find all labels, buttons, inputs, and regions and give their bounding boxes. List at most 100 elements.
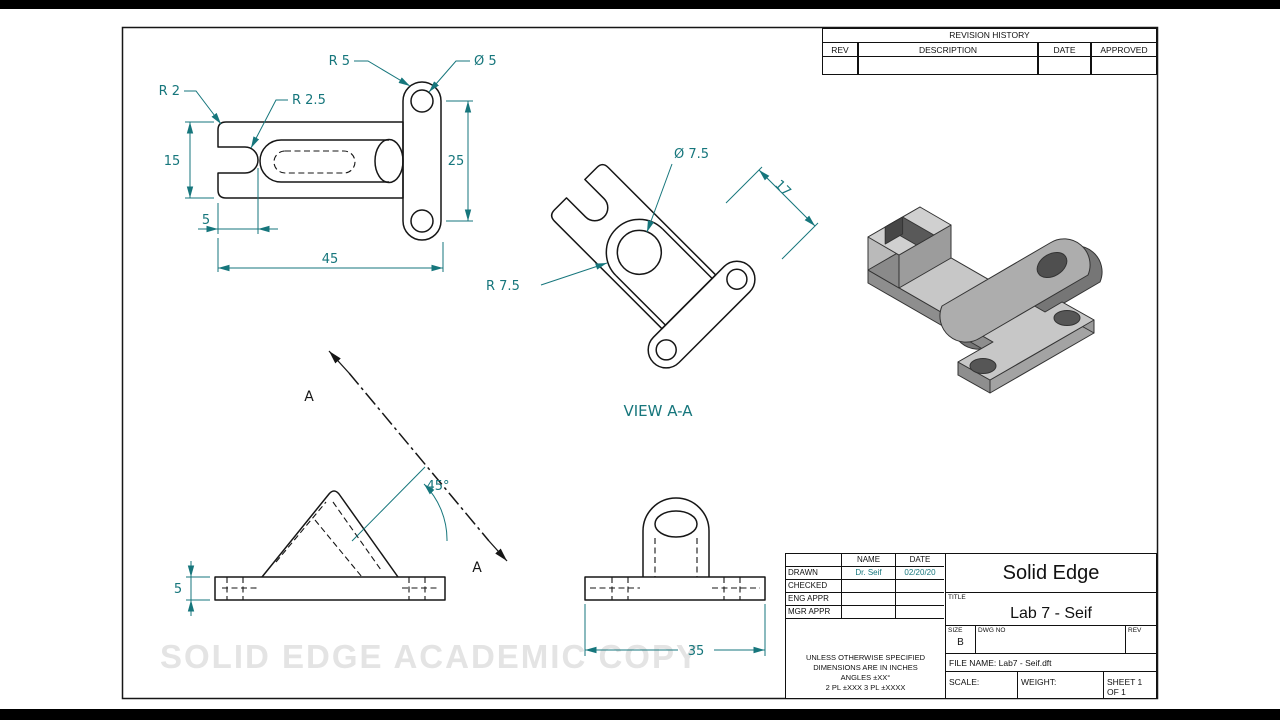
dim-angle-45: 45°: [351, 466, 450, 542]
dim-45-text: 45: [322, 252, 339, 267]
dwg-no-label: DWG NO: [978, 627, 1006, 634]
file-name-row: FILE NAME: Lab7 - Seif.dft: [946, 654, 1156, 672]
aux-view-geometry: [550, 163, 756, 369]
section-plane-a: A A: [304, 350, 508, 576]
section-label-bottom: A: [472, 560, 482, 576]
front-base: [214, 576, 446, 601]
dim-dia5-text: Ø 5: [474, 54, 497, 69]
aux-plate-outline: [647, 260, 756, 369]
aux-lug-hole: [616, 229, 663, 276]
section-label-top: A: [304, 389, 314, 405]
description-col-header: DESCRIPTION: [858, 42, 1038, 57]
aux-lug-edge-1: [662, 228, 713, 280]
side-base: [584, 576, 766, 601]
iso-tab-hole-right: [1053, 310, 1081, 326]
rev-col-header: REV: [822, 42, 858, 57]
rev-cell: REV: [1126, 626, 1156, 653]
title-label: TITLE: [948, 594, 966, 601]
dim-angle-text: 45°: [426, 479, 449, 494]
aux-lug-edge-2: [615, 275, 667, 326]
top-view: 15 5 45 25: [159, 54, 497, 272]
title-row: TITLE Lab 7 - Seif: [946, 593, 1156, 626]
dwg-no-cell: DWG NO: [976, 626, 1126, 653]
eng-appr-label: ENG APPR: [786, 593, 842, 606]
dim-r25-text: R 2.5: [292, 93, 326, 108]
revision-table: REVISION HISTORY REV DESCRIPTION DATE AP…: [822, 28, 1157, 75]
approvals-header-row: NAME DATE: [786, 554, 945, 567]
title-block: NAME DATE DRAWN Dr. Seif 02/20/20 CHECKE…: [785, 553, 1157, 699]
front-triangle: [261, 490, 399, 578]
iso-clevis-notch-front: [884, 216, 904, 245]
weight-label: WEIGHT:: [1018, 672, 1104, 698]
aux-view: Ø 7.5 17 R 7.5 VIEW A-A: [486, 147, 819, 420]
iso-tab-hole-front: [969, 358, 997, 374]
drawn-name: Dr. Seif: [842, 567, 896, 580]
aux-lug-outer-arc: [605, 218, 664, 277]
mgr-appr-row: MGR APPR: [786, 606, 945, 619]
dim-dia75-text: Ø 7.5: [674, 147, 709, 162]
lug-projected-ellipse: [374, 138, 404, 184]
note-line-4: 2 PL ±XXX 3 PL ±XXXX: [825, 683, 906, 692]
note-line-2: DIMENSIONS ARE IN INCHES: [813, 663, 918, 672]
dim-r75-text: R 7.5: [486, 279, 520, 294]
aux-tab-hole-1: [726, 268, 748, 290]
revision-table-header: REV DESCRIPTION DATE APPROVED: [822, 42, 1157, 57]
rev-label: REV: [1128, 627, 1142, 634]
size-label: SIZE: [948, 627, 963, 634]
tolerance-note: UNLESS OTHERWISE SPECIFIED DIMENSIONS AR…: [786, 619, 945, 698]
revision-empty-row: [822, 57, 1157, 75]
side-lug-hole: [654, 510, 698, 538]
dim-17: 17: [725, 166, 819, 260]
front-hidden-1: [314, 519, 363, 578]
front-hidden-3: [275, 501, 327, 563]
checked-label: CHECKED: [786, 580, 842, 593]
mgr-appr-label: MGR APPR: [786, 606, 842, 619]
size-row: SIZE B DWG NO REV: [946, 626, 1156, 654]
bottom-tab-hole: [410, 209, 434, 233]
hidden-slot: [273, 150, 356, 174]
size-cell: SIZE B: [946, 626, 976, 653]
dim-slot-5: 5: [198, 168, 278, 234]
leader-r25: R 2.5: [250, 93, 326, 149]
date-col-header: DATE: [1038, 42, 1091, 57]
approvals-table: NAME DATE DRAWN Dr. Seif 02/20/20 CHECKE…: [786, 554, 945, 619]
letterbox-bottom: [0, 709, 1280, 720]
size-value: B: [957, 637, 964, 648]
title-block-right: Solid Edge TITLE Lab 7 - Seif SIZE B DWG…: [946, 554, 1156, 698]
leader-r75: R 7.5: [486, 262, 608, 294]
revision-table-title: REVISION HISTORY: [822, 28, 1157, 43]
sheet-border: [121, 26, 1159, 700]
drawn-row: DRAWN Dr. Seif 02/20/20: [786, 567, 945, 580]
file-name-label: FILE NAME:: [949, 658, 997, 668]
letterbox-top: [0, 0, 1280, 9]
approved-col-header: APPROVED: [1091, 42, 1157, 57]
dim-25: 25: [446, 100, 473, 222]
dim-15: 15: [164, 121, 214, 199]
front-view: 45° 5: [174, 466, 450, 616]
drawn-label: DRAWN: [786, 567, 842, 580]
company-name: Solid Edge: [946, 554, 1156, 593]
dim-r2-text: R 2: [159, 84, 180, 99]
aux-body-outline: [550, 163, 717, 330]
dim-15-text: 15: [164, 154, 181, 169]
drawn-date: 02/20/20: [896, 567, 944, 580]
side-lug: [642, 497, 710, 577]
top-view-plate-outline: [402, 81, 442, 241]
drawing-title: Lab 7 - Seif: [1010, 605, 1092, 622]
title-block-left: NAME DATE DRAWN Dr. Seif 02/20/20 CHECKE…: [786, 554, 946, 698]
dim-35-text: 35: [688, 644, 705, 659]
dim-25-text: 25: [448, 154, 465, 169]
leader-r5: R 5: [329, 54, 411, 87]
dim-height-5-text: 5: [174, 582, 182, 597]
dim-height-5: 5: [174, 561, 210, 616]
dim-slot-5-text: 5: [202, 213, 210, 228]
scale-row: SCALE: WEIGHT: SHEET 1 OF 1: [946, 672, 1156, 698]
boss-left-arc: [259, 139, 282, 183]
leader-dia5: Ø 5: [428, 54, 497, 93]
top-view-body-outline: [217, 121, 404, 199]
file-name-value: Lab7 - Seif.dft: [998, 658, 1052, 668]
isometric-view: [867, 206, 1103, 394]
name-header: NAME: [842, 554, 896, 567]
